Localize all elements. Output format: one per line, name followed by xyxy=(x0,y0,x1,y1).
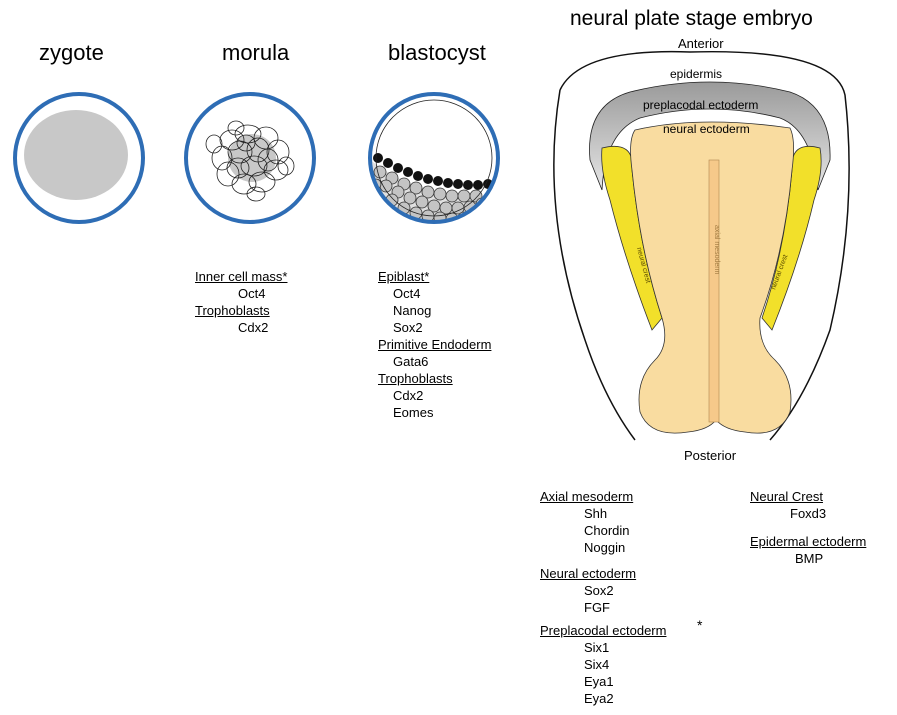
np-marker: Eya1 xyxy=(584,673,614,690)
blasto-heading-trophoblasts: Trophoblasts xyxy=(378,370,453,387)
np-marker: Chordin xyxy=(584,522,630,539)
np-marker: BMP xyxy=(795,550,823,567)
blasto-marker: Eomes xyxy=(393,404,433,421)
np-marker: Sox2 xyxy=(584,582,614,599)
np-heading-neural-crest: Neural Crest xyxy=(750,488,823,505)
blasto-marker: Nanog xyxy=(393,302,431,319)
np-heading-neural-ectoderm: Neural ectoderm xyxy=(540,565,636,582)
blasto-marker: Cdx2 xyxy=(393,387,423,404)
epidermis-label: epidermis xyxy=(670,67,722,81)
morula-heading-icm: Inner cell mass* xyxy=(195,268,287,285)
morula-marker-oct4: Oct4 xyxy=(238,285,265,302)
neural-ectoderm-label: neural ectoderm xyxy=(663,122,750,136)
zygote-nucleus xyxy=(24,110,128,200)
blasto-marker: Oct4 xyxy=(393,285,420,302)
np-heading-epidermal: Epidermal ectoderm xyxy=(750,533,866,550)
zygote-cell xyxy=(15,94,143,222)
blasto-marker: Gata6 xyxy=(393,353,428,370)
morula-marker-cdx2: Cdx2 xyxy=(238,319,268,336)
np-heading-preplacodal: Preplacodal ectoderm xyxy=(540,622,666,639)
np-preplacodal-star: * xyxy=(697,617,702,634)
np-marker: Foxd3 xyxy=(790,505,826,522)
blastocyst-cell xyxy=(370,94,500,231)
axial-mesoderm-label: axial mesoderm xyxy=(713,225,720,275)
blasto-heading-endoderm: Primitive Endoderm xyxy=(378,336,491,353)
np-marker: Noggin xyxy=(584,539,625,556)
blasto-marker: Sox2 xyxy=(393,319,423,336)
np-marker: Six4 xyxy=(584,656,609,673)
morula-heading-trophoblasts: Trophoblasts xyxy=(195,302,270,319)
blasto-heading-epiblast: Epiblast* xyxy=(378,268,429,285)
np-marker: Shh xyxy=(584,505,607,522)
posterior-label: Posterior xyxy=(684,448,737,463)
np-marker: FGF xyxy=(584,599,610,616)
np-heading-axial: Axial mesoderm xyxy=(540,488,633,505)
preplacodal-label: preplacodal ectoderm xyxy=(643,98,758,112)
np-marker: Six1 xyxy=(584,639,609,656)
np-marker: Eya2 xyxy=(584,690,614,707)
anterior-label: Anterior xyxy=(678,36,724,51)
axial-mesoderm-rod xyxy=(709,160,719,422)
morula-cell xyxy=(186,94,314,222)
